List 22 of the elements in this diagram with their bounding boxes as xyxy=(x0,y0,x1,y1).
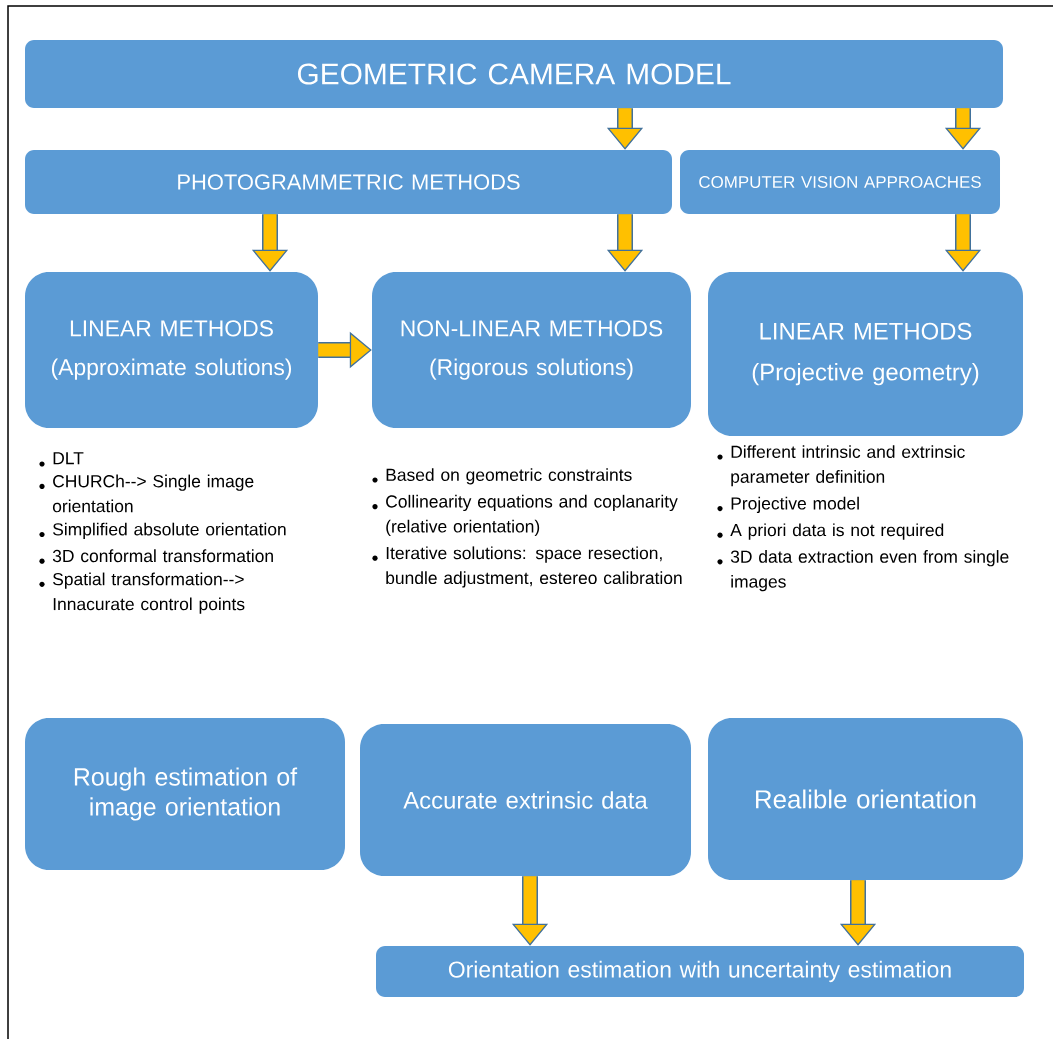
bullet-item: Different intrinsic and extrinsic parameter definition xyxy=(717,445,965,487)
bullet-item: Based on geometric constraints xyxy=(372,468,632,485)
process-box: LINEAR METHODS (Approximate solutions) xyxy=(25,272,318,428)
bullet-item: DLT xyxy=(39,452,84,467)
bullet-item: 3D conformal transformation xyxy=(39,549,273,564)
bullet-item: CHURCh--> Single image orientation xyxy=(39,474,254,513)
process-box: Orientation estimation with uncertainty estimation xyxy=(376,946,1024,997)
process-box: PHOTOGRAMMETRIC METHODS xyxy=(25,150,672,214)
process-box: Realible orientation xyxy=(708,718,1023,880)
process-box: NON-LINEAR METHODS (Rigorous solutions) xyxy=(372,272,691,428)
process-box: Accurate extrinsic data xyxy=(360,724,691,876)
process-box: GEOMETRIC CAMERA MODEL xyxy=(25,40,1003,108)
bullet-item: Projective model xyxy=(717,496,859,513)
process-box: Rough estimation of image orientation xyxy=(25,718,345,870)
bullet-item: Collinearity equations and coplanarity (relative orientation) xyxy=(372,494,678,536)
bullet-item: Iterative solutions: space resection, bundle adjustment, estereo calibration xyxy=(372,546,682,588)
bullet-item: A priori data is not required xyxy=(717,523,944,540)
process-box: COMPUTER VISION APPROACHES xyxy=(680,150,1000,214)
process-box: LINEAR METHODS (Projective geometry) xyxy=(708,272,1023,436)
bullet-item: Simplified absolute orientation xyxy=(39,522,286,539)
bullet-item: Spatial transformation--> Innacurate control points xyxy=(39,572,245,614)
bullet-item: 3D data extraction even from single images xyxy=(717,550,1009,592)
